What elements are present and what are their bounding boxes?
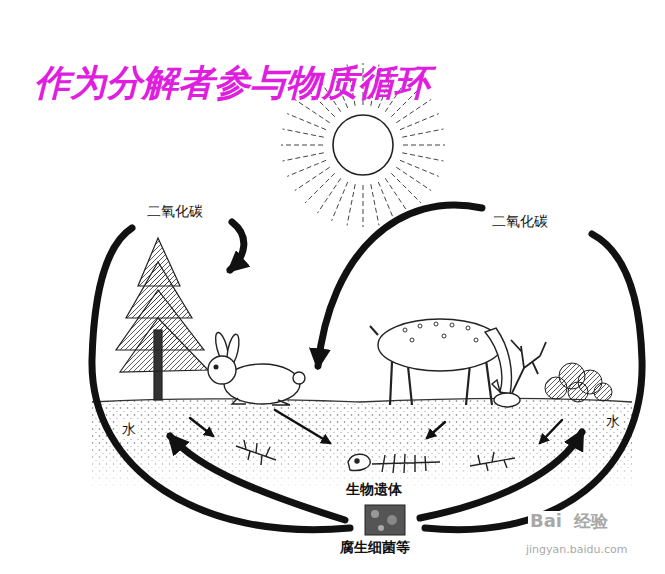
ground-part <box>92 398 632 402</box>
remains-part <box>470 452 515 471</box>
remains-part <box>348 454 370 470</box>
deer <box>370 319 546 407</box>
cycle-arrows-part <box>275 410 330 443</box>
remains-part <box>372 454 440 473</box>
sun-part <box>402 129 443 137</box>
deer-part <box>511 340 546 393</box>
deer-part-part <box>450 323 454 327</box>
remains-part <box>236 440 276 465</box>
bacteria-label: 腐生细菌等 <box>338 539 412 555</box>
sun-part <box>305 173 335 203</box>
sun-part <box>402 153 443 161</box>
tree <box>116 238 208 400</box>
sun-part <box>363 185 364 227</box>
sun-part <box>317 178 340 213</box>
rabbit-part <box>214 365 218 369</box>
cycle-arrows-part <box>427 422 445 438</box>
remains-label: 生物遗体 <box>344 481 404 497</box>
sun-part <box>403 145 445 146</box>
watermark: jingyan.baidu.com <box>524 544 630 557</box>
gas-label: 二氧化碳 <box>145 203 205 219</box>
sun-part <box>287 160 326 176</box>
remains <box>236 440 515 473</box>
deer-part-part <box>410 338 414 342</box>
gas-label: 二氧化碳 <box>490 213 550 229</box>
cycle-arrows-part <box>540 420 562 443</box>
bacteria-picture-part <box>371 510 379 518</box>
water-label: 水 <box>604 413 622 429</box>
rabbit-part <box>208 356 236 384</box>
deer-part-part <box>442 334 446 338</box>
rabbit-part <box>293 372 305 384</box>
sun-part <box>371 184 379 225</box>
ground <box>92 398 632 492</box>
deer-part-part <box>466 326 470 330</box>
deer-part-part <box>474 338 478 342</box>
cycle-arrows-part <box>92 228 350 530</box>
sun-part <box>283 129 324 137</box>
cycle-arrows-part <box>190 418 213 436</box>
sun-part <box>400 114 439 130</box>
sun-part <box>378 182 394 221</box>
watermark: 经验 <box>572 512 610 532</box>
water-label: 水 <box>120 421 138 437</box>
deer-part-part <box>418 324 422 328</box>
sun-part <box>391 173 421 203</box>
deer-part <box>378 319 502 371</box>
bacteria-picture-part <box>387 515 397 525</box>
sun-part <box>347 184 355 225</box>
deer-part <box>403 322 478 342</box>
sun-part <box>333 115 393 175</box>
bush-part <box>568 382 588 402</box>
deer-part <box>485 328 511 394</box>
remains-part <box>355 459 359 463</box>
cycle-arrows-part <box>230 222 244 270</box>
cycle-arrows <box>92 205 642 530</box>
deer-part-part <box>403 328 407 332</box>
bush-part <box>594 383 612 401</box>
tree-part <box>120 318 208 372</box>
deer-part <box>494 393 520 407</box>
title: 作为分解者参与物质循环 <box>34 62 430 103</box>
bacteria-picture <box>365 505 405 535</box>
sun-part <box>281 145 323 146</box>
cycle-arrows-part <box>420 432 582 518</box>
deer-part-part <box>434 322 438 326</box>
bush <box>545 363 612 402</box>
cycle-arrows-part <box>425 234 642 530</box>
bacteria-picture-part <box>378 525 384 531</box>
sun-part <box>396 167 431 190</box>
watermark: Bai <box>528 511 564 532</box>
bacteria-picture-part <box>365 505 405 535</box>
deer-part <box>370 326 378 335</box>
rabbit <box>208 331 305 405</box>
cycle-arrows-part <box>170 436 345 520</box>
deer-part <box>492 380 500 392</box>
sun-part <box>283 153 324 161</box>
rabbit-part <box>232 398 290 405</box>
